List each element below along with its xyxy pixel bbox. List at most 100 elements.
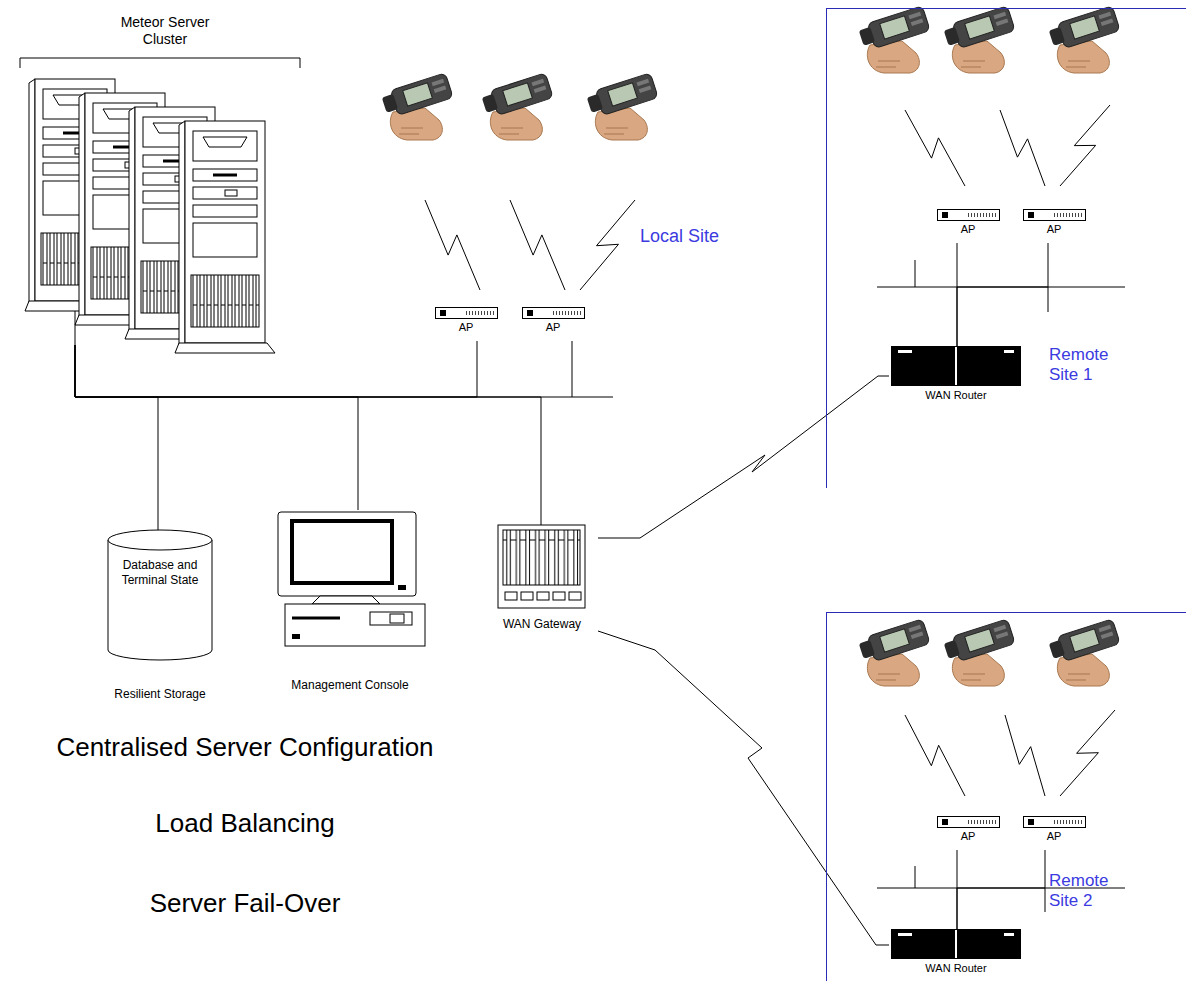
wireless-link [905,110,965,186]
access-point: AP [1021,209,1087,243]
drawing-part [292,617,340,620]
drawing-part [858,619,931,686]
drawing-part [285,604,425,646]
access-point: AP [434,307,498,341]
access-point-device [1023,209,1086,221]
wan-gateway: WAN Gateway [486,525,598,631]
drawing-part [537,592,549,600]
drawing-part [915,260,916,287]
drawing-part [175,121,275,353]
feature-label: Centralised Server Configuration [10,732,480,763]
storage-cylinder [108,530,212,660]
device-label: AP [459,321,474,334]
wan-router: WAN Router [889,346,1023,408]
device-label: AP [961,830,976,843]
drawing-part [521,592,533,600]
drawing-part [278,512,416,596]
access-point: AP [935,816,1001,850]
remote-site-region: Remote Site 2 AP AP WAN Router [826,612,1186,981]
device-label: AP [1047,830,1062,843]
router-device [891,929,1021,959]
access-point-device [435,307,498,319]
drawing-part [75,93,175,325]
management-console: Management Console [268,510,432,692]
drawing-part [1048,6,1121,73]
storage-caption: Resilient Storage [114,687,205,702]
feature-label: Load Balancing [10,808,480,839]
remote-site-region: Remote Site 1 AP AP WAN Router [826,8,1186,488]
network-cable [75,345,541,525]
drawing-part [481,73,554,140]
device-label: WAN Router [925,962,986,975]
wireless-links [425,105,1115,796]
access-point: AP [1021,816,1087,850]
wan-link [598,631,889,945]
wireless-link [1060,105,1110,186]
network-cable [75,341,477,397]
drawing-part [586,73,659,140]
device-label: AP [961,223,976,236]
drawing-part [292,521,392,583]
drawing-part [569,592,581,600]
gateway-rack [498,525,585,608]
resilient-storage: Database and Terminal StateResilient Sto… [100,530,220,702]
drawing-part [858,6,931,73]
device-label: Management Console [291,678,408,692]
network-cable [75,341,572,397]
feature-label: Server Fail-Over [10,888,480,919]
wireless-link [425,200,480,290]
drawing-part [1045,888,1046,912]
drawing-part [505,592,517,600]
console-computer [278,512,425,646]
wireless-link [510,200,565,290]
network-cable [75,345,158,530]
network-cable [75,345,358,510]
network-cable [957,850,1045,929]
site-label: Remote Site 1 [1049,345,1129,386]
storage-inner-label: Database and Terminal State [113,558,207,588]
drawing-part [1048,619,1121,686]
access-point-device [1023,816,1086,828]
access-point: AP [521,307,585,341]
access-point-device [937,816,1000,828]
router-device [891,346,1021,386]
device-label: Meteor Server Cluster [105,14,225,48]
device-label: AP [546,321,561,334]
drawing-part [877,287,1125,288]
drawing-part [398,585,406,590]
cluster-bracket [20,58,300,68]
drawing-part [312,596,380,604]
drawing-part [498,525,585,608]
drawing-part [943,6,1016,73]
wan-link [598,376,889,538]
drawing-part [125,107,225,339]
drawing-part [1048,287,1049,312]
wireless-link [905,715,965,796]
wireless-link [1005,715,1045,796]
wan-router: WAN Router [889,929,1023,979]
drawing-part [381,73,454,140]
wireless-link [1060,710,1115,796]
drawing-part [108,530,212,550]
network-cable [957,850,958,929]
drawing-part [943,619,1016,686]
bus-stub [572,397,613,398]
cluster-drop [75,311,76,345]
device-label: AP [1047,223,1062,236]
drawing-part [25,79,125,311]
drawing-part [915,866,916,888]
server-cluster: Meteor Server Cluster [10,10,320,345]
network-cable [957,243,1048,346]
site-label: Remote Site 2 [1049,871,1129,912]
access-point: AP [935,209,1001,243]
drawing-part [553,592,565,600]
access-point-device [937,209,1000,221]
drawing-part [108,540,212,660]
network-cable [957,243,958,346]
wireless-link [580,200,635,290]
drawing-part [292,634,300,639]
drawing-part [370,612,412,625]
access-point-device [522,307,585,319]
site-label: Local Site [640,226,770,248]
